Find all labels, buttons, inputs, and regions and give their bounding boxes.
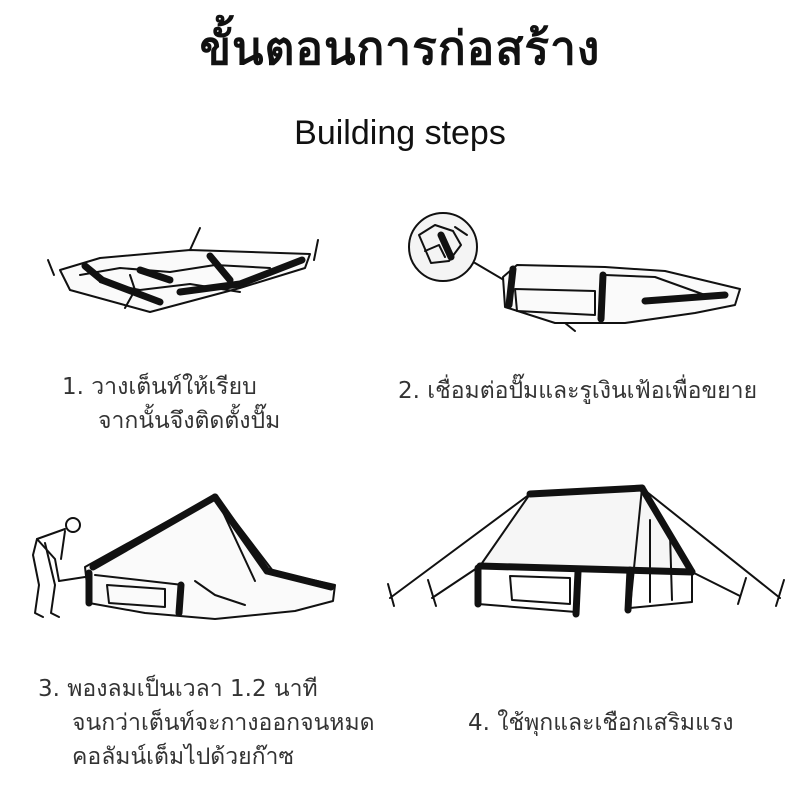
step-2-line-1: 2. เชื่อมต่อปั๊มและรูเงินเฟ้อเพื่อขยาย: [398, 378, 758, 404]
step-1-line-2: จากนั้นจึงติดตั้งปั๊ม: [98, 408, 281, 434]
step-3-caption: 3. พองลมเป็นเวลา 1.2 นาที จนกว่าเต็นท์จะ…: [38, 672, 375, 774]
step-1-number: 1.: [62, 374, 84, 400]
step-3-number: 3.: [38, 676, 60, 702]
step-4-number: 4.: [468, 710, 490, 736]
step-2-caption: 2. เชื่อมต่อปั๊มและรูเงินเฟ้อเพื่อขยาย: [398, 374, 757, 408]
tent-inflating-icon: [32, 493, 336, 620]
page-title-english: Building steps: [294, 114, 506, 152]
pump-connection-icon: [408, 212, 741, 332]
page-title-thai: ขั้นตอนการก่อสร้าง: [199, 21, 601, 75]
tent-laid-flat-icon: [47, 227, 319, 313]
step-3-line-1: 3. พองลมเป็นเวลา 1.2 นาที: [38, 676, 318, 702]
tent-pitched-icon: [387, 484, 785, 618]
step-4-line-1: 4. ใช้พุกและเชือกเสริมแรง: [468, 710, 734, 736]
step-1-caption: 1. วางเต็นท์ให้เรียบ จากนั้นจึงติดตั้งปั…: [62, 370, 280, 438]
step-3-line-2: จนกว่าเต็นท์จะกางออกจนหมด: [72, 710, 375, 736]
step-2-number: 2.: [398, 378, 420, 404]
step-3-line-3: คอลัมน์เต็มไปด้วยก๊าซ: [72, 744, 295, 770]
step-4-caption: 4. ใช้พุกและเชือกเสริมแรง: [468, 706, 734, 740]
step-1-line-1: 1. วางเต็นท์ให้เรียบ: [62, 374, 257, 400]
